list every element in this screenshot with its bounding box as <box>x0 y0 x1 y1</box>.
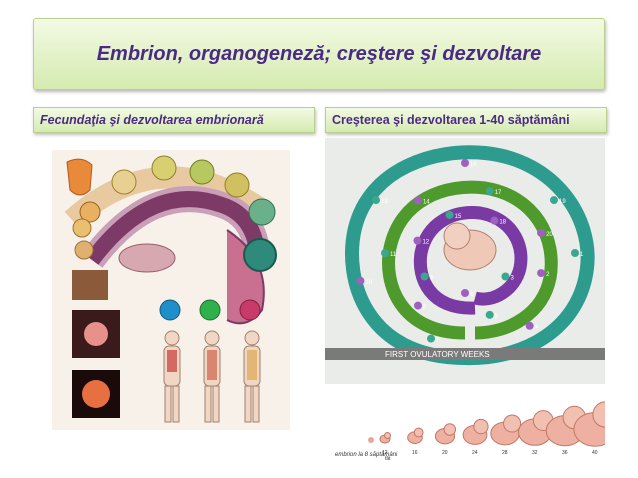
spiral-week-label: 1 <box>580 252 584 258</box>
strip-sublabel: făt <box>385 456 391 462</box>
spiral-week-label: 3 <box>510 276 514 282</box>
spiral-fetus-icon <box>372 196 381 205</box>
spiral-banner-text: FIRST OVULATORY WEEKS <box>385 350 490 359</box>
week-label: 36 <box>562 450 568 456</box>
spiral-week-label: 16 <box>470 162 477 168</box>
week-label: 40 <box>592 450 598 456</box>
spiral-fetus-icon <box>537 228 546 237</box>
spiral-fetus-icon <box>356 276 365 285</box>
spiral-fetus-icon <box>413 196 422 205</box>
slide-title-box: Embrion, organogeneză; creştere şi dezvo… <box>33 18 605 90</box>
spiral-week-label: 18 <box>499 220 506 226</box>
spiral-week-label: 10 <box>365 280 372 286</box>
fetus-head <box>503 414 522 433</box>
spiral-fetus-icon <box>461 289 469 297</box>
spiral-week-label: 17 <box>495 190 502 196</box>
spiral-week-label: 20 <box>546 232 553 238</box>
spiral-week-label: 5 <box>495 314 499 320</box>
fertilization-diagram <box>52 150 290 430</box>
spiral-fetus-icon <box>571 249 579 257</box>
spiral-fetus-icon <box>485 310 494 319</box>
spiral-fetus-icon <box>549 196 558 205</box>
strip-caption: embrion la 8 săptămâni <box>335 452 398 458</box>
right-heading: Creşterea şi dezvoltarea 1-40 săptămâni <box>332 113 570 127</box>
spiral-week-label: 7 <box>436 338 440 344</box>
spiral-week-label: 14 <box>423 199 430 205</box>
week-label: 32 <box>532 450 538 456</box>
spiral-fetus-icon <box>420 272 429 281</box>
fetus-head <box>592 401 605 428</box>
spiral-week-label: 11 <box>390 252 397 258</box>
spiral-week-label: 9 <box>430 276 434 282</box>
week-label: 12 <box>382 450 388 456</box>
spiral-week-label: 8 <box>423 305 427 311</box>
spiral-week-label: 15 <box>455 214 462 220</box>
left-heading: Fecundaţia şi dezvoltarea embrionară <box>40 113 264 127</box>
spiral-fetus-icon <box>427 334 436 343</box>
spiral-fetus-icon <box>461 159 469 167</box>
spiral-fetus-icon <box>485 187 494 196</box>
right-heading-box: Creşterea şi dezvoltarea 1-40 săptămâni <box>325 107 607 133</box>
spiral-week-label: 4 <box>535 325 539 331</box>
fetus-head <box>473 418 489 435</box>
spiral-fetus-icon <box>413 301 422 310</box>
spiral-week-label: 12 <box>422 240 429 246</box>
slide-title: Embrion, organogeneză; creştere şi dezvo… <box>96 42 542 65</box>
strip-caption-text: embrion la 8 săptămâni <box>335 452 398 458</box>
spiral-fetus-icon <box>490 216 499 225</box>
week-label: 20 <box>442 450 448 456</box>
growth-strip: embrion la 8 săptămâni făt 12 16 20 24 28 32 3… <box>333 390 605 465</box>
left-heading-box: Fecundaţia şi dezvoltarea embrionară <box>33 107 315 133</box>
fetus-head <box>384 432 391 439</box>
embryo-figure <box>368 437 374 443</box>
spiral-fetus-icon <box>381 249 389 257</box>
week-label: 16 <box>412 450 418 456</box>
week-label: 24 <box>472 450 478 456</box>
spiral-fetus-icon <box>501 272 510 281</box>
spiral-fetus-icon <box>445 210 454 219</box>
week-label: 28 <box>502 450 508 456</box>
spiral-week-label: 6 <box>470 292 474 298</box>
spiral-week-label: 2 <box>546 272 550 278</box>
spiral-week-label: 19 <box>559 199 566 205</box>
spiral-week-label: 13 <box>381 199 388 205</box>
fetus-head <box>413 427 424 438</box>
spiral-fetus-icon <box>537 269 546 278</box>
spiral-fetus-icon <box>525 321 534 330</box>
spiral-fetus-icon <box>413 236 422 245</box>
fetus-head <box>443 423 457 436</box>
